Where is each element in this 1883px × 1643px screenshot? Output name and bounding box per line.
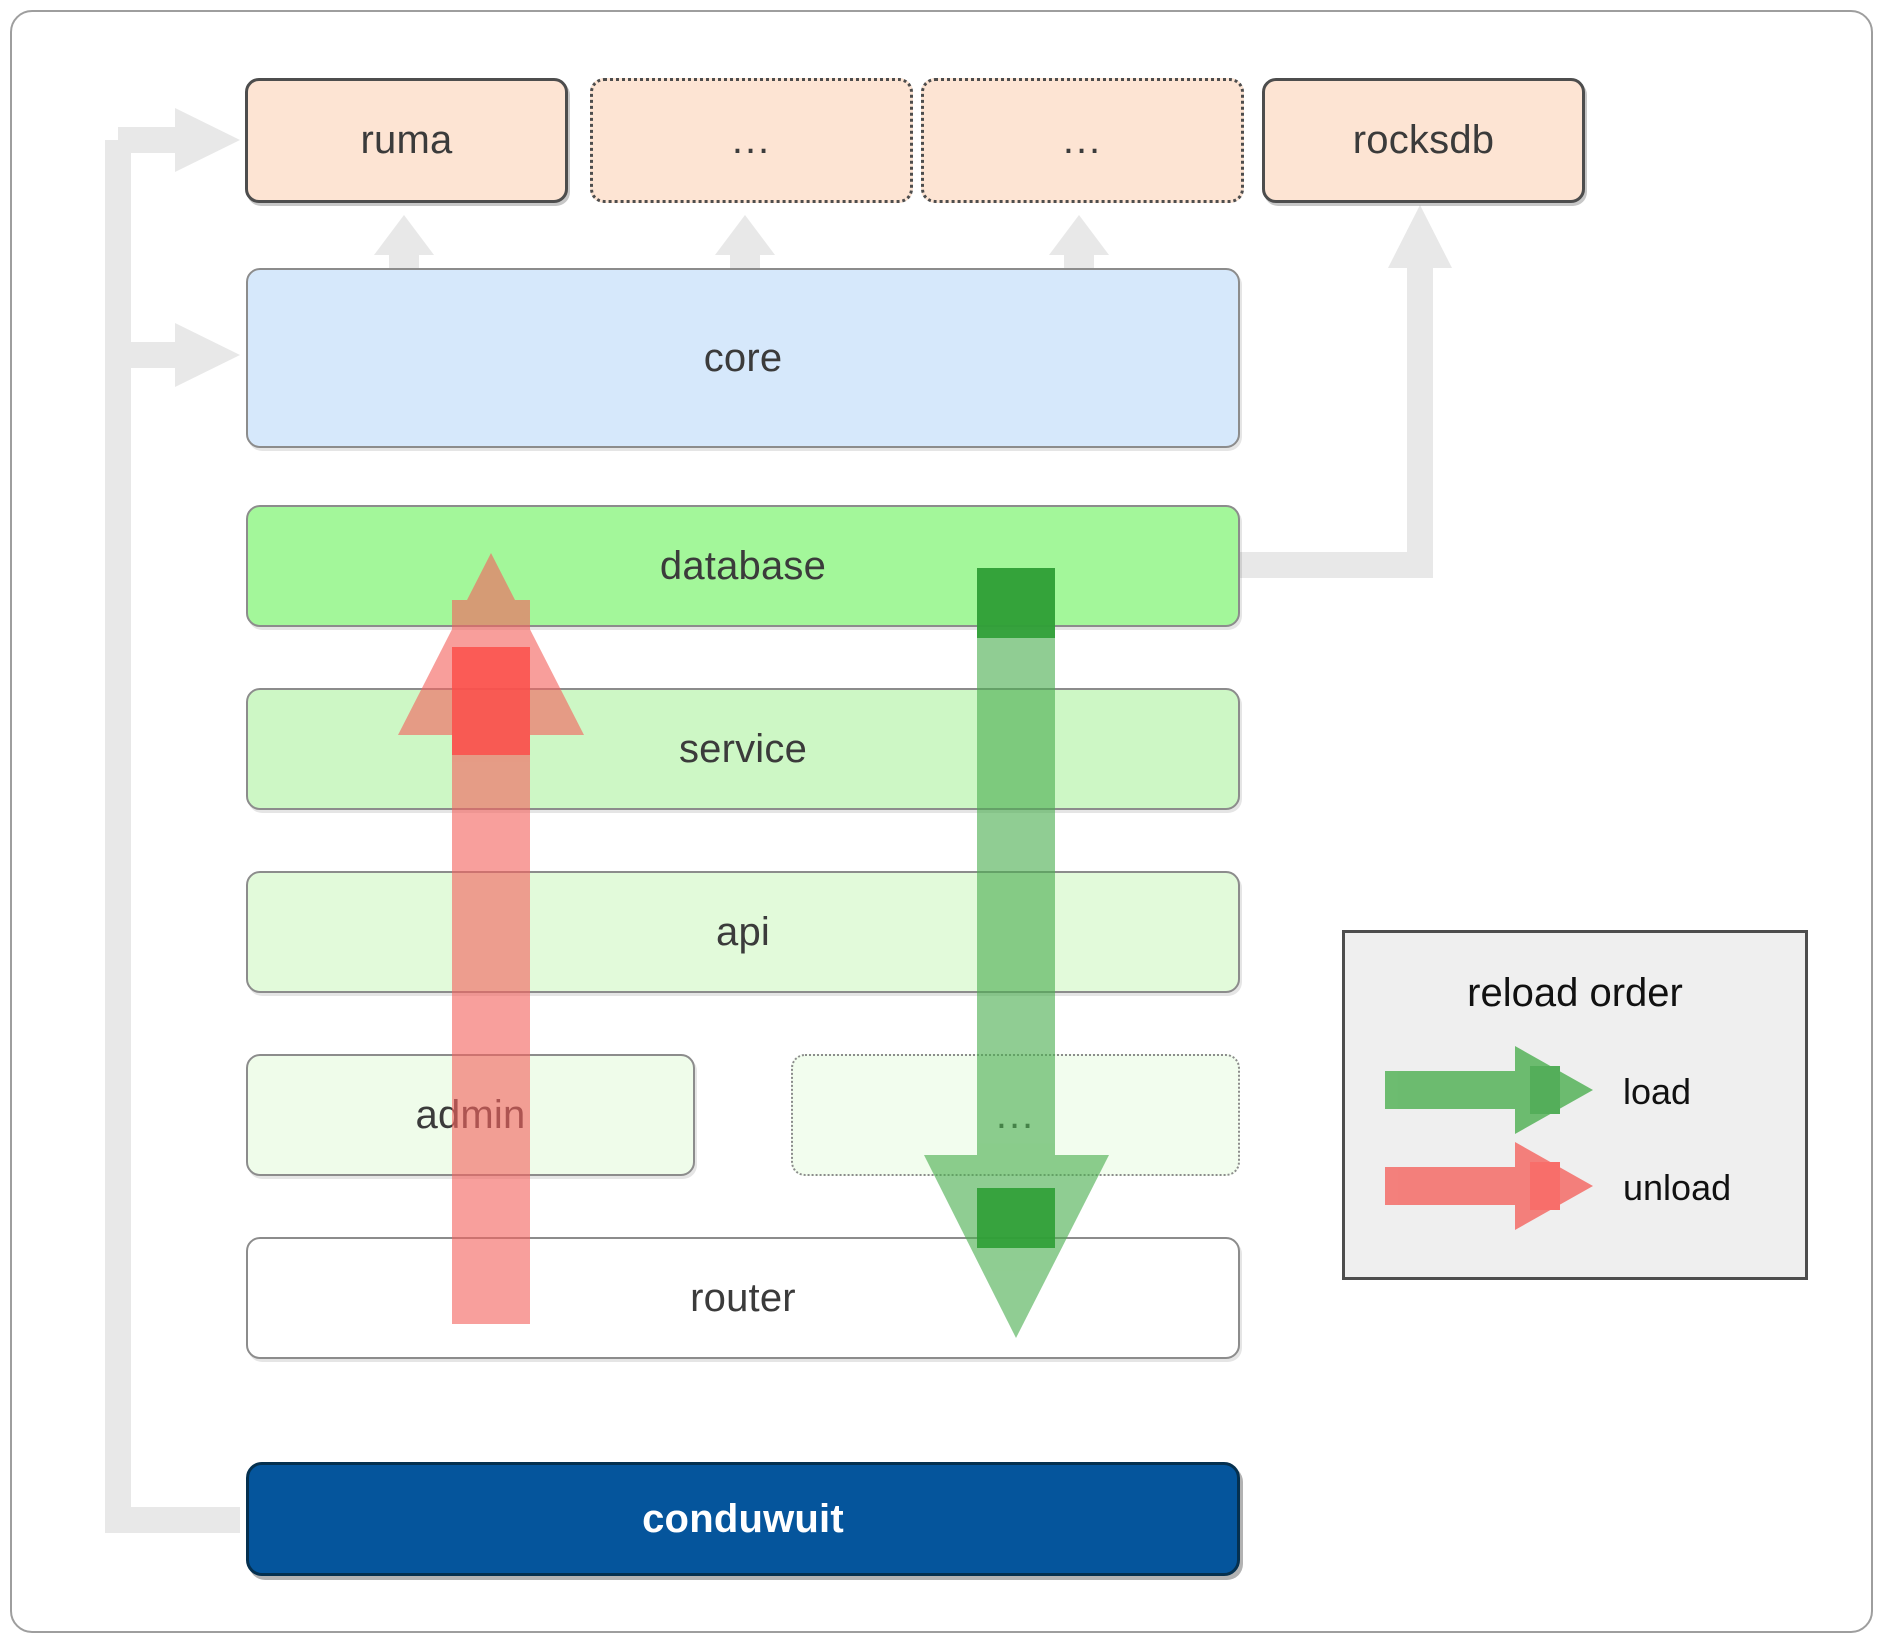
dependency-label: rocksdb xyxy=(1352,118,1495,162)
layer-node-database[interactable]: database xyxy=(246,505,1240,627)
layer-label: router xyxy=(690,1275,796,1320)
dependency-node-placeholder-2[interactable]: ... xyxy=(921,78,1244,203)
layer-node-service[interactable]: service xyxy=(246,688,1240,810)
legend-title: reload order xyxy=(1467,971,1683,1015)
legend-label-unload: unload xyxy=(1623,1167,1732,1208)
dependency-label: ruma xyxy=(360,118,453,162)
unload-arrow-icon xyxy=(1385,1142,1593,1230)
layer-label: ... xyxy=(995,1092,1036,1137)
layer-node-core[interactable]: core xyxy=(246,268,1240,448)
layer-label: database xyxy=(659,543,827,588)
dependency-node-placeholder-1[interactable]: ... xyxy=(590,78,913,203)
application-node-conduwuit[interactable]: conduwuit xyxy=(246,1462,1240,1576)
legend-label-load: load xyxy=(1623,1071,1692,1112)
legend-panel: reload order load unload xyxy=(1342,930,1808,1280)
diagram-frame xyxy=(10,10,1873,1633)
layer-node-admin[interactable]: admin xyxy=(246,1054,695,1176)
application-label: conduwuit xyxy=(642,1496,844,1541)
dependency-label: ... xyxy=(1062,118,1103,162)
dependency-node-ruma[interactable]: ruma xyxy=(245,78,568,203)
layer-label: api xyxy=(716,909,770,954)
layer-node-api[interactable]: api xyxy=(246,871,1240,993)
layer-node-placeholder[interactable]: ... xyxy=(791,1054,1240,1176)
layer-label: service xyxy=(678,726,808,771)
load-arrow-icon xyxy=(1385,1046,1593,1134)
layer-label: admin xyxy=(415,1092,526,1137)
dependency-node-rocksdb[interactable]: rocksdb xyxy=(1262,78,1585,203)
legend-arrow-icons xyxy=(1385,1046,1593,1230)
layer-label: core xyxy=(703,335,783,380)
layer-node-router[interactable]: router xyxy=(246,1237,1240,1359)
dependency-label: ... xyxy=(731,118,772,162)
